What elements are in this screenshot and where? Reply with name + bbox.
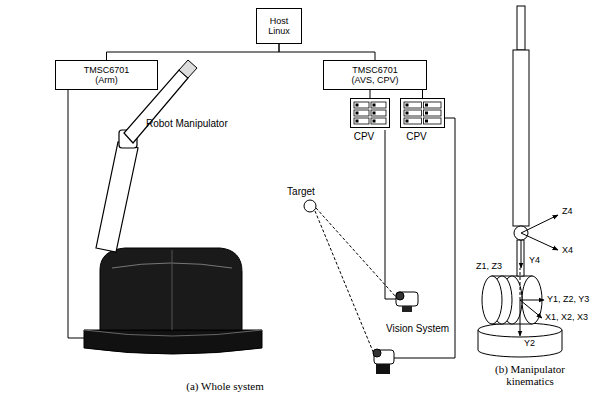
camera: [396, 292, 418, 312]
node-text: TMSC6701 (Arm): [75, 65, 139, 86]
connector-line: [370, 90, 371, 98]
robot-manipulator: [84, 60, 262, 354]
camera-cable: [385, 130, 396, 299]
connector-line: [422, 90, 423, 98]
axis-label: Y1, Z2, Y3: [547, 295, 589, 305]
camera-cable: [394, 118, 455, 358]
axis-label: Z1, Z3: [476, 262, 502, 272]
cpv-board: CPV: [350, 98, 390, 128]
arm-cable: [68, 90, 84, 338]
cpv-board: CPV: [400, 98, 445, 128]
subfigure-caption: (b) Manipulator kinematics: [474, 363, 586, 387]
circle-outline: [303, 199, 317, 213]
part-label: Robot Manipulator: [146, 118, 228, 129]
host-box: Host Linux: [256, 8, 302, 44]
axis-label: Y2: [524, 339, 535, 349]
processor-box: TMSC6701 (Arm): [55, 60, 158, 90]
connector-line: [107, 44, 280, 60]
kinematics-figure: [478, 6, 562, 357]
connector-line: [279, 44, 375, 60]
axis-label: X4: [562, 246, 573, 256]
node-text: Host Linux: [263, 16, 295, 37]
target-circle: Target: [303, 199, 317, 213]
camera: [373, 349, 394, 374]
sight-line: [316, 208, 396, 297]
axis-label: X1, X2, X3: [545, 313, 588, 323]
node-text: CPV: [350, 131, 378, 143]
axis-label: Z4: [562, 207, 573, 217]
subfigure-caption: (a) Whole system: [160, 380, 290, 392]
axis-label: Y4: [529, 256, 540, 266]
node-text: Target: [281, 186, 321, 198]
node-text: TMSC6701 (AVS, CPV): [343, 65, 407, 86]
board-outline: [400, 98, 445, 128]
board-outline: [350, 98, 390, 128]
part-label: Vision System: [386, 323, 449, 334]
sight-line: [315, 211, 374, 354]
processor-box: TMSC6701 (AVS, CPV): [323, 60, 427, 90]
node-text: CPV: [400, 131, 433, 143]
